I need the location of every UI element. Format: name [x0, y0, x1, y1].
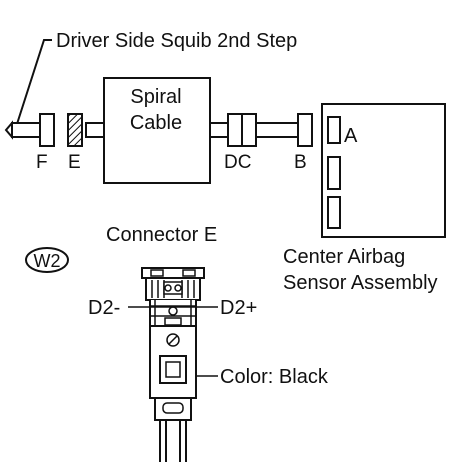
connector-a-label: A — [344, 125, 358, 147]
connector-e-title: Connector E — [106, 224, 217, 246]
connector-e — [67, 113, 83, 147]
pin-plus-label: D2+ — [220, 297, 257, 319]
sensor-label-line1: Center Airbag — [283, 246, 405, 268]
spiral-label-line2: Cable — [130, 112, 182, 134]
spiral-label-line1: Spiral — [130, 86, 181, 108]
squib-label: Driver Side Squib 2nd Step — [56, 30, 297, 52]
connector-b — [297, 113, 313, 147]
cable-dc-b — [255, 122, 301, 138]
w2-badge — [25, 247, 69, 273]
connector-b-label: B — [294, 152, 307, 173]
connector-f-label: F — [36, 152, 48, 173]
connector-d — [227, 113, 243, 147]
pin-minus-label: D2- — [88, 297, 120, 319]
sensor-port-3 — [327, 196, 341, 229]
sensor-port-2 — [327, 156, 341, 190]
sensor-port-a — [327, 116, 341, 144]
connector-c — [241, 113, 257, 147]
connector-dc-label: DC — [224, 152, 251, 173]
connector-f — [39, 113, 55, 147]
connector-e-drawing — [141, 267, 205, 462]
squib-leader-line — [16, 39, 52, 125]
connector-e-label: E — [68, 152, 81, 173]
sensor-label-line2: Sensor Assembly — [283, 272, 438, 294]
w2-label: W2 — [34, 251, 61, 271]
color-label: Color: Black — [220, 366, 329, 388]
spiral-cable-box — [103, 77, 211, 184]
sensor-assembly-box — [321, 103, 446, 238]
cable-e-spiral — [85, 122, 106, 138]
